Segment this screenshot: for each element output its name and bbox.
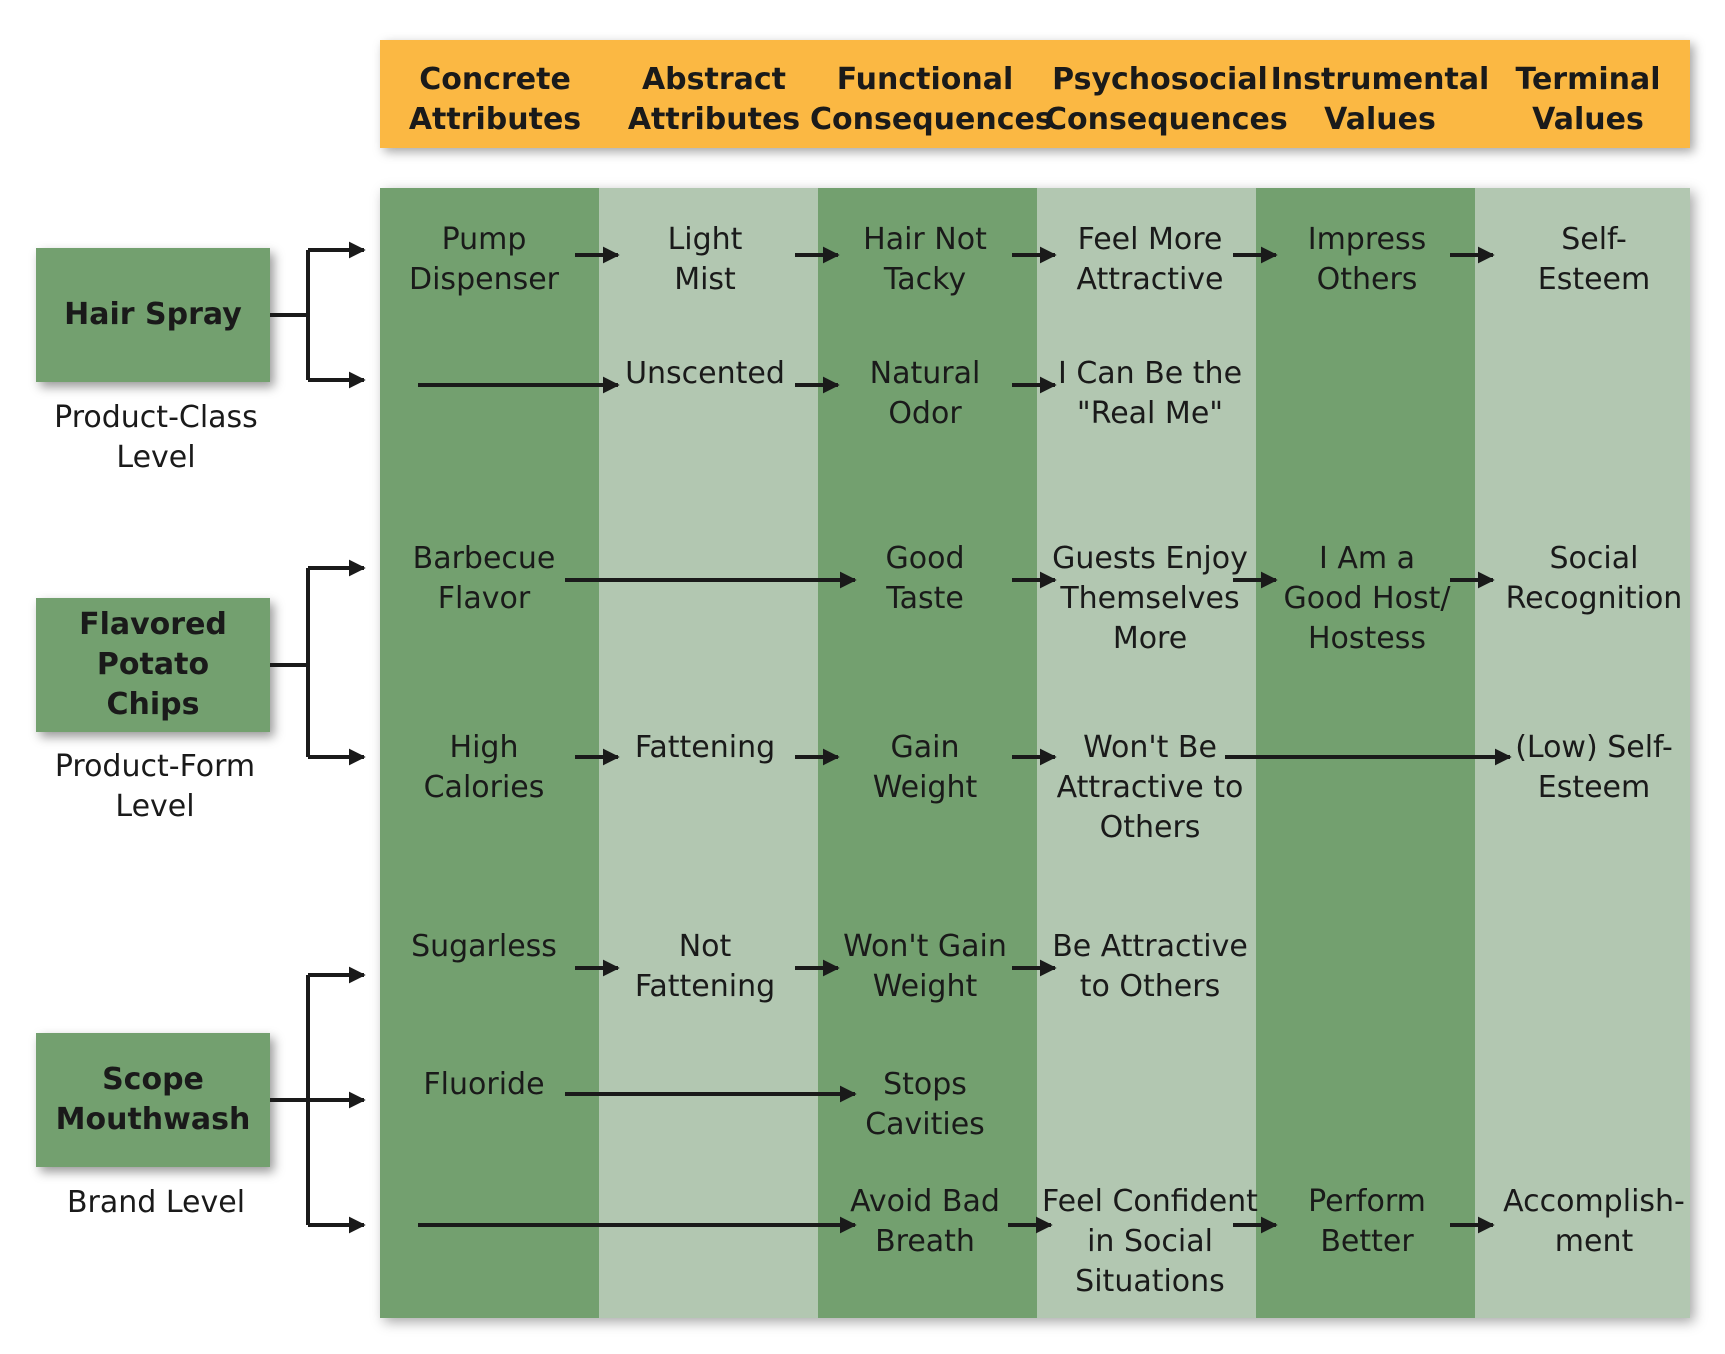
- product-box-hair-spray: Hair Spray: [36, 248, 270, 382]
- header-bar: Concrete Attributes Abstract Attributes …: [380, 40, 1690, 148]
- cell-fluoride: Fluoride: [423, 1067, 545, 1102]
- cell-accomplishment: Accomplish- ment: [1503, 1184, 1685, 1259]
- cell-unscented: Unscented: [625, 356, 785, 391]
- cell-avoid-bad-breath: Avoid Bad Breath: [850, 1184, 1000, 1259]
- cell-light-mist: Light Mist: [667, 222, 743, 297]
- cell-hair-not-tacky: Hair Not Tacky: [863, 222, 987, 297]
- header-instrumental-values: Instrumental Values: [1270, 62, 1490, 137]
- product-box-scope-mouthwash: Scope Mouthwash: [36, 1033, 270, 1167]
- cell-guests-enjoy: Guests Enjoy Themselves More: [1052, 541, 1248, 656]
- cell-wont-be-attractive: Won't Be Attractive to Others: [1056, 730, 1244, 845]
- cell-gain-weight: Gain Weight: [872, 730, 978, 805]
- cell-high-calories: High Calories: [423, 730, 545, 805]
- cell-stops-cavities: Stops Cavities: [865, 1067, 985, 1142]
- cell-impress-others: Impress Others: [1307, 222, 1427, 297]
- cell-wont-gain-weight: Won't Gain Weight: [843, 929, 1007, 1004]
- product-box-potato-chips: Flavored Potato Chips: [36, 598, 270, 732]
- column-psychosocial-consequences: [1037, 188, 1256, 1318]
- cell-natural-odor: Natural Odor: [869, 356, 981, 431]
- cell-pump-dispenser: Pump Dispenser: [409, 222, 559, 297]
- cell-barbecue-flavor: Barbecue Flavor: [412, 541, 556, 616]
- product-level-label: Product-Form Level: [54, 749, 256, 824]
- header-psychosocial-consequences: Psychosocial Consequences: [1045, 62, 1288, 137]
- column-abstract-attributes: [599, 188, 818, 1318]
- header-terminal-values: Terminal Values: [1515, 62, 1661, 137]
- cell-real-me: I Can Be the "Real Me": [1057, 356, 1243, 431]
- column-functional-consequences: [818, 188, 1037, 1318]
- cell-perform-better: Perform Better: [1308, 1184, 1426, 1259]
- cell-feel-more-attractive: Feel More Attractive: [1076, 222, 1224, 297]
- cell-self-esteem: Self- Esteem: [1537, 222, 1651, 297]
- cell-good-host: I Am a Good Host/ Hostess: [1283, 541, 1451, 656]
- ladder-grid: [380, 188, 1690, 1318]
- product-level-label: Product-Class Level: [54, 400, 258, 475]
- column-concrete-attributes: [380, 188, 599, 1318]
- header-functional-consequences: Functional Consequences: [810, 62, 1053, 137]
- cell-not-fattening: Not Fattening: [634, 929, 776, 1004]
- cell-sugarless: Sugarless: [411, 929, 557, 964]
- cell-fattening: Fattening: [634, 730, 776, 765]
- cell-feel-confident: Feel Confident in Social Situations: [1042, 1184, 1258, 1299]
- header-concrete-attributes: Concrete Attributes: [408, 62, 582, 137]
- product-level-label: Brand Level: [66, 1185, 246, 1220]
- cell-social-recognition: Social Recognition: [1505, 541, 1683, 616]
- cell-good-taste: Good Taste: [885, 541, 965, 616]
- header-abstract-attributes: Abstract Attributes: [627, 62, 801, 137]
- column-instrumental-values: [1256, 188, 1475, 1318]
- cell-low-self-esteem: (Low) Self- Esteem: [1515, 730, 1673, 805]
- cell-be-attractive: Be Attractive to Others: [1052, 929, 1248, 1004]
